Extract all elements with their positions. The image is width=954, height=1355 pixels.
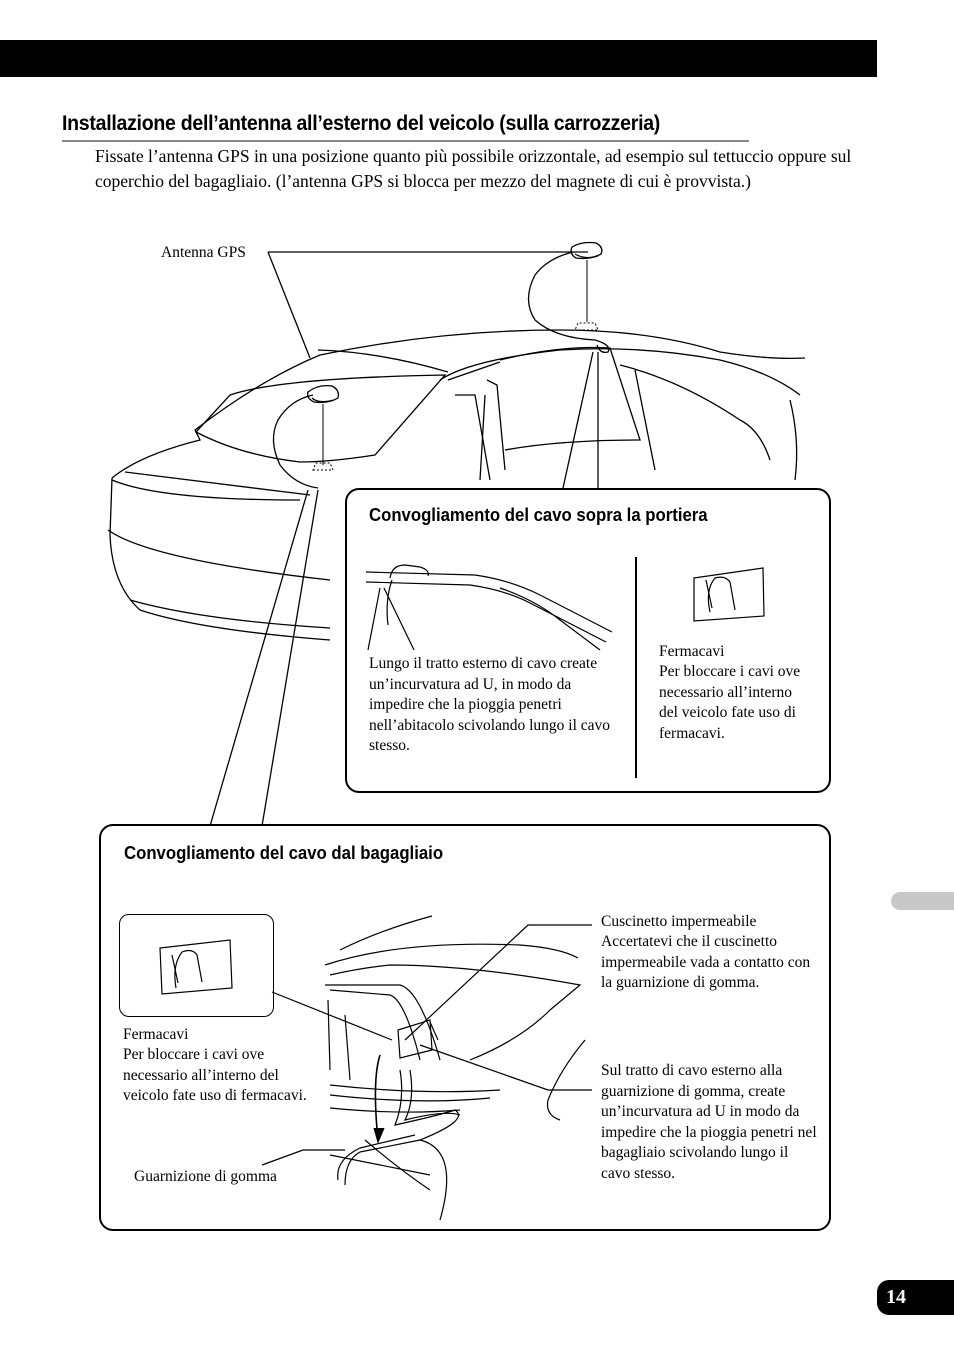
top-bar (0, 40, 877, 77)
door-u-bend-note: Lungo il tratto esterno di cavo create u… (369, 655, 611, 754)
trunk-clamp-note: Per bloccare i cavi ove necessario all’i… (123, 1046, 307, 1104)
door-clamp-note: Per bloccare i cavi ove necessario all’i… (659, 663, 801, 742)
trunk-routing-title: Convogliamento del cavo dal bagagliaio (124, 843, 444, 863)
intro-paragraph: Fissate l’antenna GPS in una posizione q… (95, 146, 852, 191)
waterproof-pad-title: Cuscinetto impermeabile (601, 913, 757, 930)
waterproof-pad-note: Accertatevi che il cuscinetto impermeabi… (601, 933, 811, 991)
car-illustration (107, 241, 806, 827)
section-tab (891, 892, 954, 910)
page-number: 14 (877, 1280, 954, 1315)
door-illustration (365, 557, 765, 778)
trunk-routing-box (99, 824, 831, 1231)
antenna-label: Antenna GPS (161, 244, 246, 261)
trunk-u-bend-note: Sul tratto di cavo esterno alla guarnizi… (601, 1062, 817, 1182)
rubber-seal-label: Guarnizione di gomma (134, 1168, 277, 1185)
door-clamp-title: Fermacavi (659, 643, 725, 660)
section-heading: Installazione dell’antenna all’esterno d… (62, 112, 661, 135)
heading-underline (62, 140, 749, 142)
trunk-clamp-title: Fermacavi (123, 1026, 189, 1043)
door-routing-title: Convogliamento del cavo sopra la portier… (369, 505, 708, 525)
